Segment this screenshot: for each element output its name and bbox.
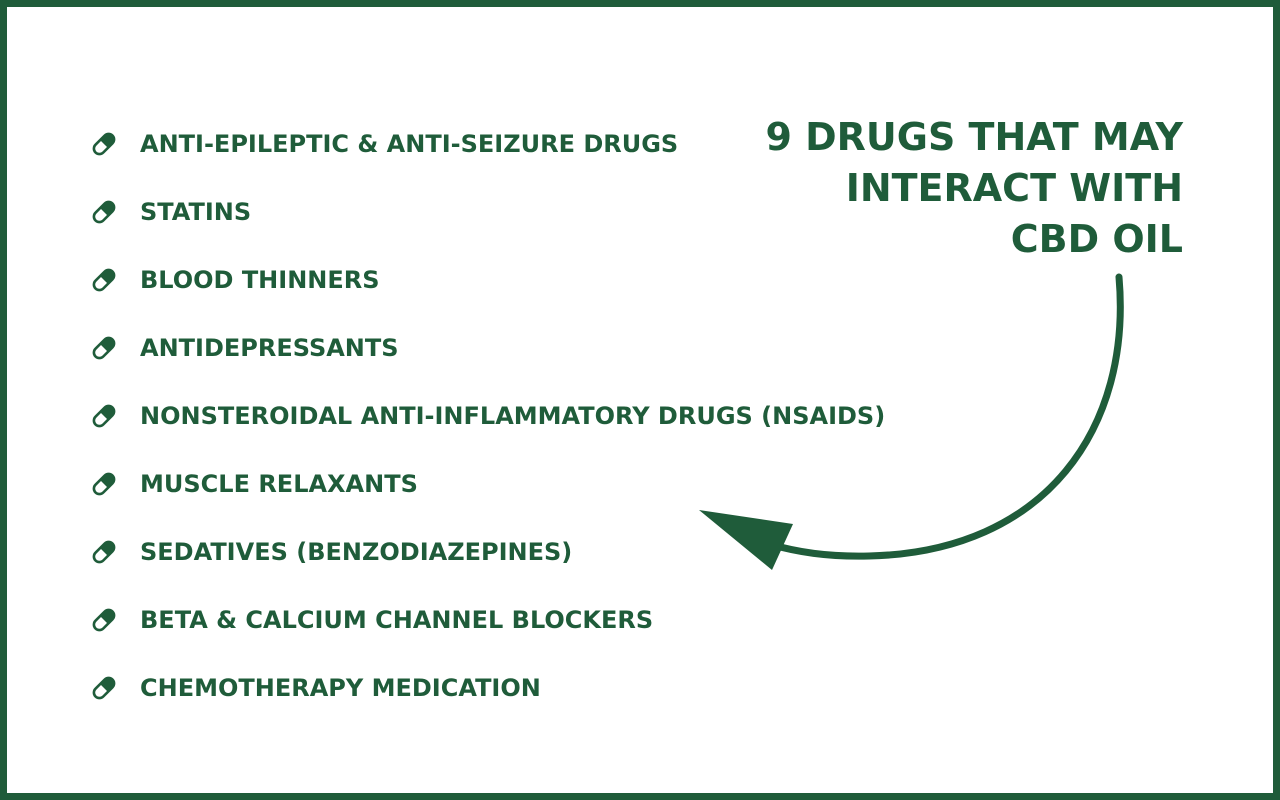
drug-label: STATINS — [140, 198, 252, 226]
drug-label: ANTIDEPRESSANTS — [140, 334, 399, 362]
pill-capsule-icon — [92, 132, 116, 156]
headline-line: CBD OIL — [1010, 217, 1183, 261]
drug-label: CHEMOTHERAPY MEDICATION — [140, 674, 541, 702]
drug-label: ANTI-EPILEPTIC & ANTI-SEIZURE DRUGS — [140, 130, 679, 158]
list-item: BLOOD THINNERS — [89, 246, 885, 314]
list-item: SEDATIVES (BENZODIAZEPINES) — [89, 518, 885, 586]
pill-capsule-icon — [92, 676, 116, 700]
headline-line: 9 DRUGS THAT MAY — [765, 115, 1183, 159]
pill-capsule-icon — [92, 472, 116, 496]
list-item: CHEMOTHERAPY MEDICATION — [89, 654, 885, 722]
drug-label: BLOOD THINNERS — [140, 266, 380, 294]
drug-label: BETA & CALCIUM CHANNEL BLOCKERS — [140, 606, 654, 634]
pill-capsule-icon — [92, 540, 116, 564]
drug-list: ANTI-EPILEPTIC & ANTI-SEIZURE DRUGS STAT… — [89, 110, 885, 722]
drug-label: MUSCLE RELAXANTS — [140, 470, 418, 498]
pill-capsule-icon — [92, 200, 116, 224]
headline-line: INTERACT WITH — [845, 166, 1183, 210]
list-item: STATINS — [89, 178, 885, 246]
drug-label: SEDATIVES (BENZODIAZEPINES) — [140, 538, 573, 566]
list-item: ANTI-EPILEPTIC & ANTI-SEIZURE DRUGS — [89, 110, 885, 178]
list-item: MUSCLE RELAXANTS — [89, 450, 885, 518]
list-item: ANTIDEPRESSANTS — [89, 314, 885, 382]
pill-capsule-icon — [92, 404, 116, 428]
drug-label: NONSTEROIDAL ANTI-INFLAMMATORY DRUGS (NS… — [140, 402, 886, 430]
headline-title: 9 DRUGS THAT MAY INTERACT WITH CBD OIL — [703, 112, 1183, 265]
pill-capsule-icon — [92, 268, 116, 292]
list-item: NONSTEROIDAL ANTI-INFLAMMATORY DRUGS (NS… — [89, 382, 885, 450]
pill-capsule-icon — [92, 336, 116, 360]
pill-capsule-icon — [92, 608, 116, 632]
list-item: BETA & CALCIUM CHANNEL BLOCKERS — [89, 586, 885, 654]
